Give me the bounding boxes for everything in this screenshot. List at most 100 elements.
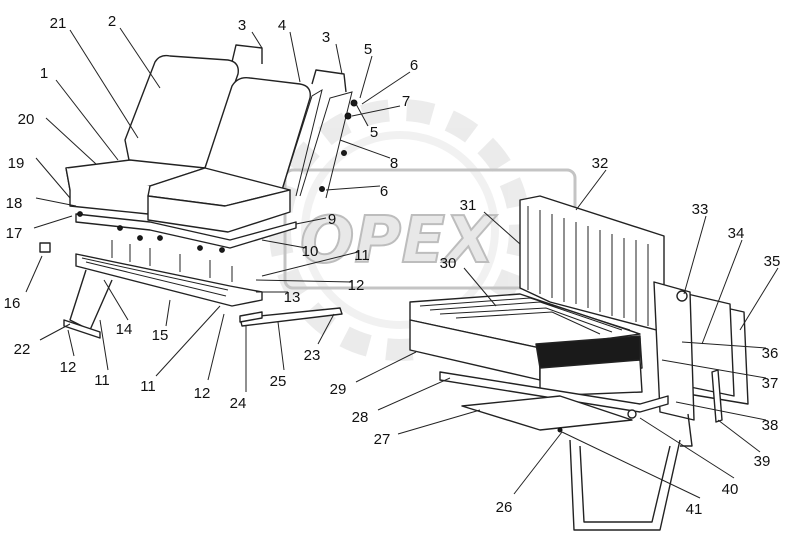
leader-line	[561, 431, 701, 499]
callout-label: 4	[278, 17, 286, 34]
washer-6-low	[319, 186, 325, 192]
callout-label: 41	[686, 501, 703, 518]
leader-line	[99, 319, 109, 371]
leg-foot-plate	[63, 319, 101, 339]
callout-label: 5	[364, 41, 372, 58]
leader-line	[483, 211, 521, 245]
base-frame-rail	[81, 257, 229, 297]
callout-label: 1	[40, 65, 48, 82]
base-bolts	[111, 240, 233, 282]
callout-label: 2	[108, 13, 116, 30]
backrest-back-panel	[299, 91, 353, 199]
callout-label: 33	[692, 201, 709, 218]
leader-line	[155, 305, 221, 377]
left-seat-assembly	[39, 44, 358, 339]
backrest-cushion-right	[204, 76, 311, 191]
callout-label: 18	[6, 195, 23, 212]
leader-line	[261, 239, 307, 249]
support-leg-left	[69, 269, 113, 331]
leader-line	[397, 409, 481, 435]
callout-label: 3	[322, 29, 330, 46]
callout-label: 29	[330, 381, 347, 398]
leader-line	[575, 169, 607, 211]
callout-label: 12	[194, 385, 211, 402]
leader-line	[25, 255, 43, 293]
leader-line	[261, 251, 359, 277]
leader-line	[739, 267, 779, 331]
leader-line	[277, 321, 285, 371]
leader-line	[295, 217, 327, 225]
callout-label: 30	[440, 255, 457, 272]
leader-line	[361, 71, 411, 105]
leader-line	[207, 313, 225, 381]
leader-line	[67, 329, 75, 357]
callout-label: 8	[390, 155, 398, 172]
callout-label: 37	[762, 375, 779, 392]
backrest-slats	[527, 206, 649, 326]
leader-line	[289, 31, 301, 83]
seat-cushion-layers	[419, 297, 631, 335]
leader-line	[165, 299, 171, 327]
callout-label: 15	[152, 327, 169, 344]
leader-line	[39, 323, 71, 341]
headrest-left	[231, 44, 263, 64]
leader-line	[35, 197, 77, 207]
leader-line	[359, 55, 373, 99]
callout-label: 19	[8, 155, 25, 172]
backrest-cushion-left	[124, 54, 239, 169]
leader-line	[317, 313, 335, 345]
callout-label: 12	[348, 277, 365, 294]
callout-label: 11	[94, 372, 110, 389]
callout-label: 26	[496, 499, 513, 516]
callout-label: 35	[764, 253, 781, 270]
leader-line	[355, 351, 417, 383]
bolt-40	[627, 409, 637, 419]
leader-line	[335, 43, 343, 75]
spacer-block	[39, 242, 51, 253]
leader-line	[119, 27, 161, 89]
washer-6-mid	[341, 150, 347, 156]
seat-lower-pad	[539, 359, 643, 397]
leader-line	[325, 185, 381, 191]
callout-label: 5	[370, 124, 378, 141]
seat-fasteners	[77, 211, 225, 253]
callout-label: 40	[722, 481, 739, 498]
leader-line	[513, 431, 563, 495]
bolt-41	[557, 427, 563, 433]
leader-line	[103, 279, 129, 321]
callout-label: 22	[14, 341, 31, 358]
leader-line	[339, 139, 391, 159]
leader-line	[717, 419, 761, 453]
leader-line	[681, 341, 767, 349]
side-bracket-36	[653, 281, 695, 421]
leader-line	[661, 359, 767, 379]
leader-line	[55, 79, 119, 161]
leader-line	[463, 267, 497, 307]
callout-label: 11	[354, 247, 370, 264]
callout-label: 11	[140, 378, 156, 395]
leader-line	[701, 239, 743, 345]
trim-strip-39	[711, 369, 723, 423]
callout-label: 31	[460, 197, 477, 214]
leader-line	[639, 417, 735, 479]
leader-line	[45, 117, 97, 165]
leader-line	[377, 377, 451, 411]
pivot-33	[676, 290, 688, 302]
callout-label: 23	[304, 347, 321, 364]
leader-line	[355, 103, 369, 127]
leg-frame-26	[569, 439, 681, 531]
callout-label: 3	[238, 17, 246, 34]
callout-label: 17	[6, 225, 23, 242]
callout-label: 27	[374, 431, 391, 448]
seat-cushion-right-front	[147, 189, 291, 233]
callout-label: 6	[380, 183, 388, 200]
mounting-plate-27	[461, 395, 633, 431]
leader-line	[251, 31, 263, 49]
callout-label: 6	[410, 57, 418, 74]
leader-line	[675, 401, 767, 421]
leg-frame-inner	[579, 445, 671, 523]
callout-label: 14	[116, 321, 133, 338]
